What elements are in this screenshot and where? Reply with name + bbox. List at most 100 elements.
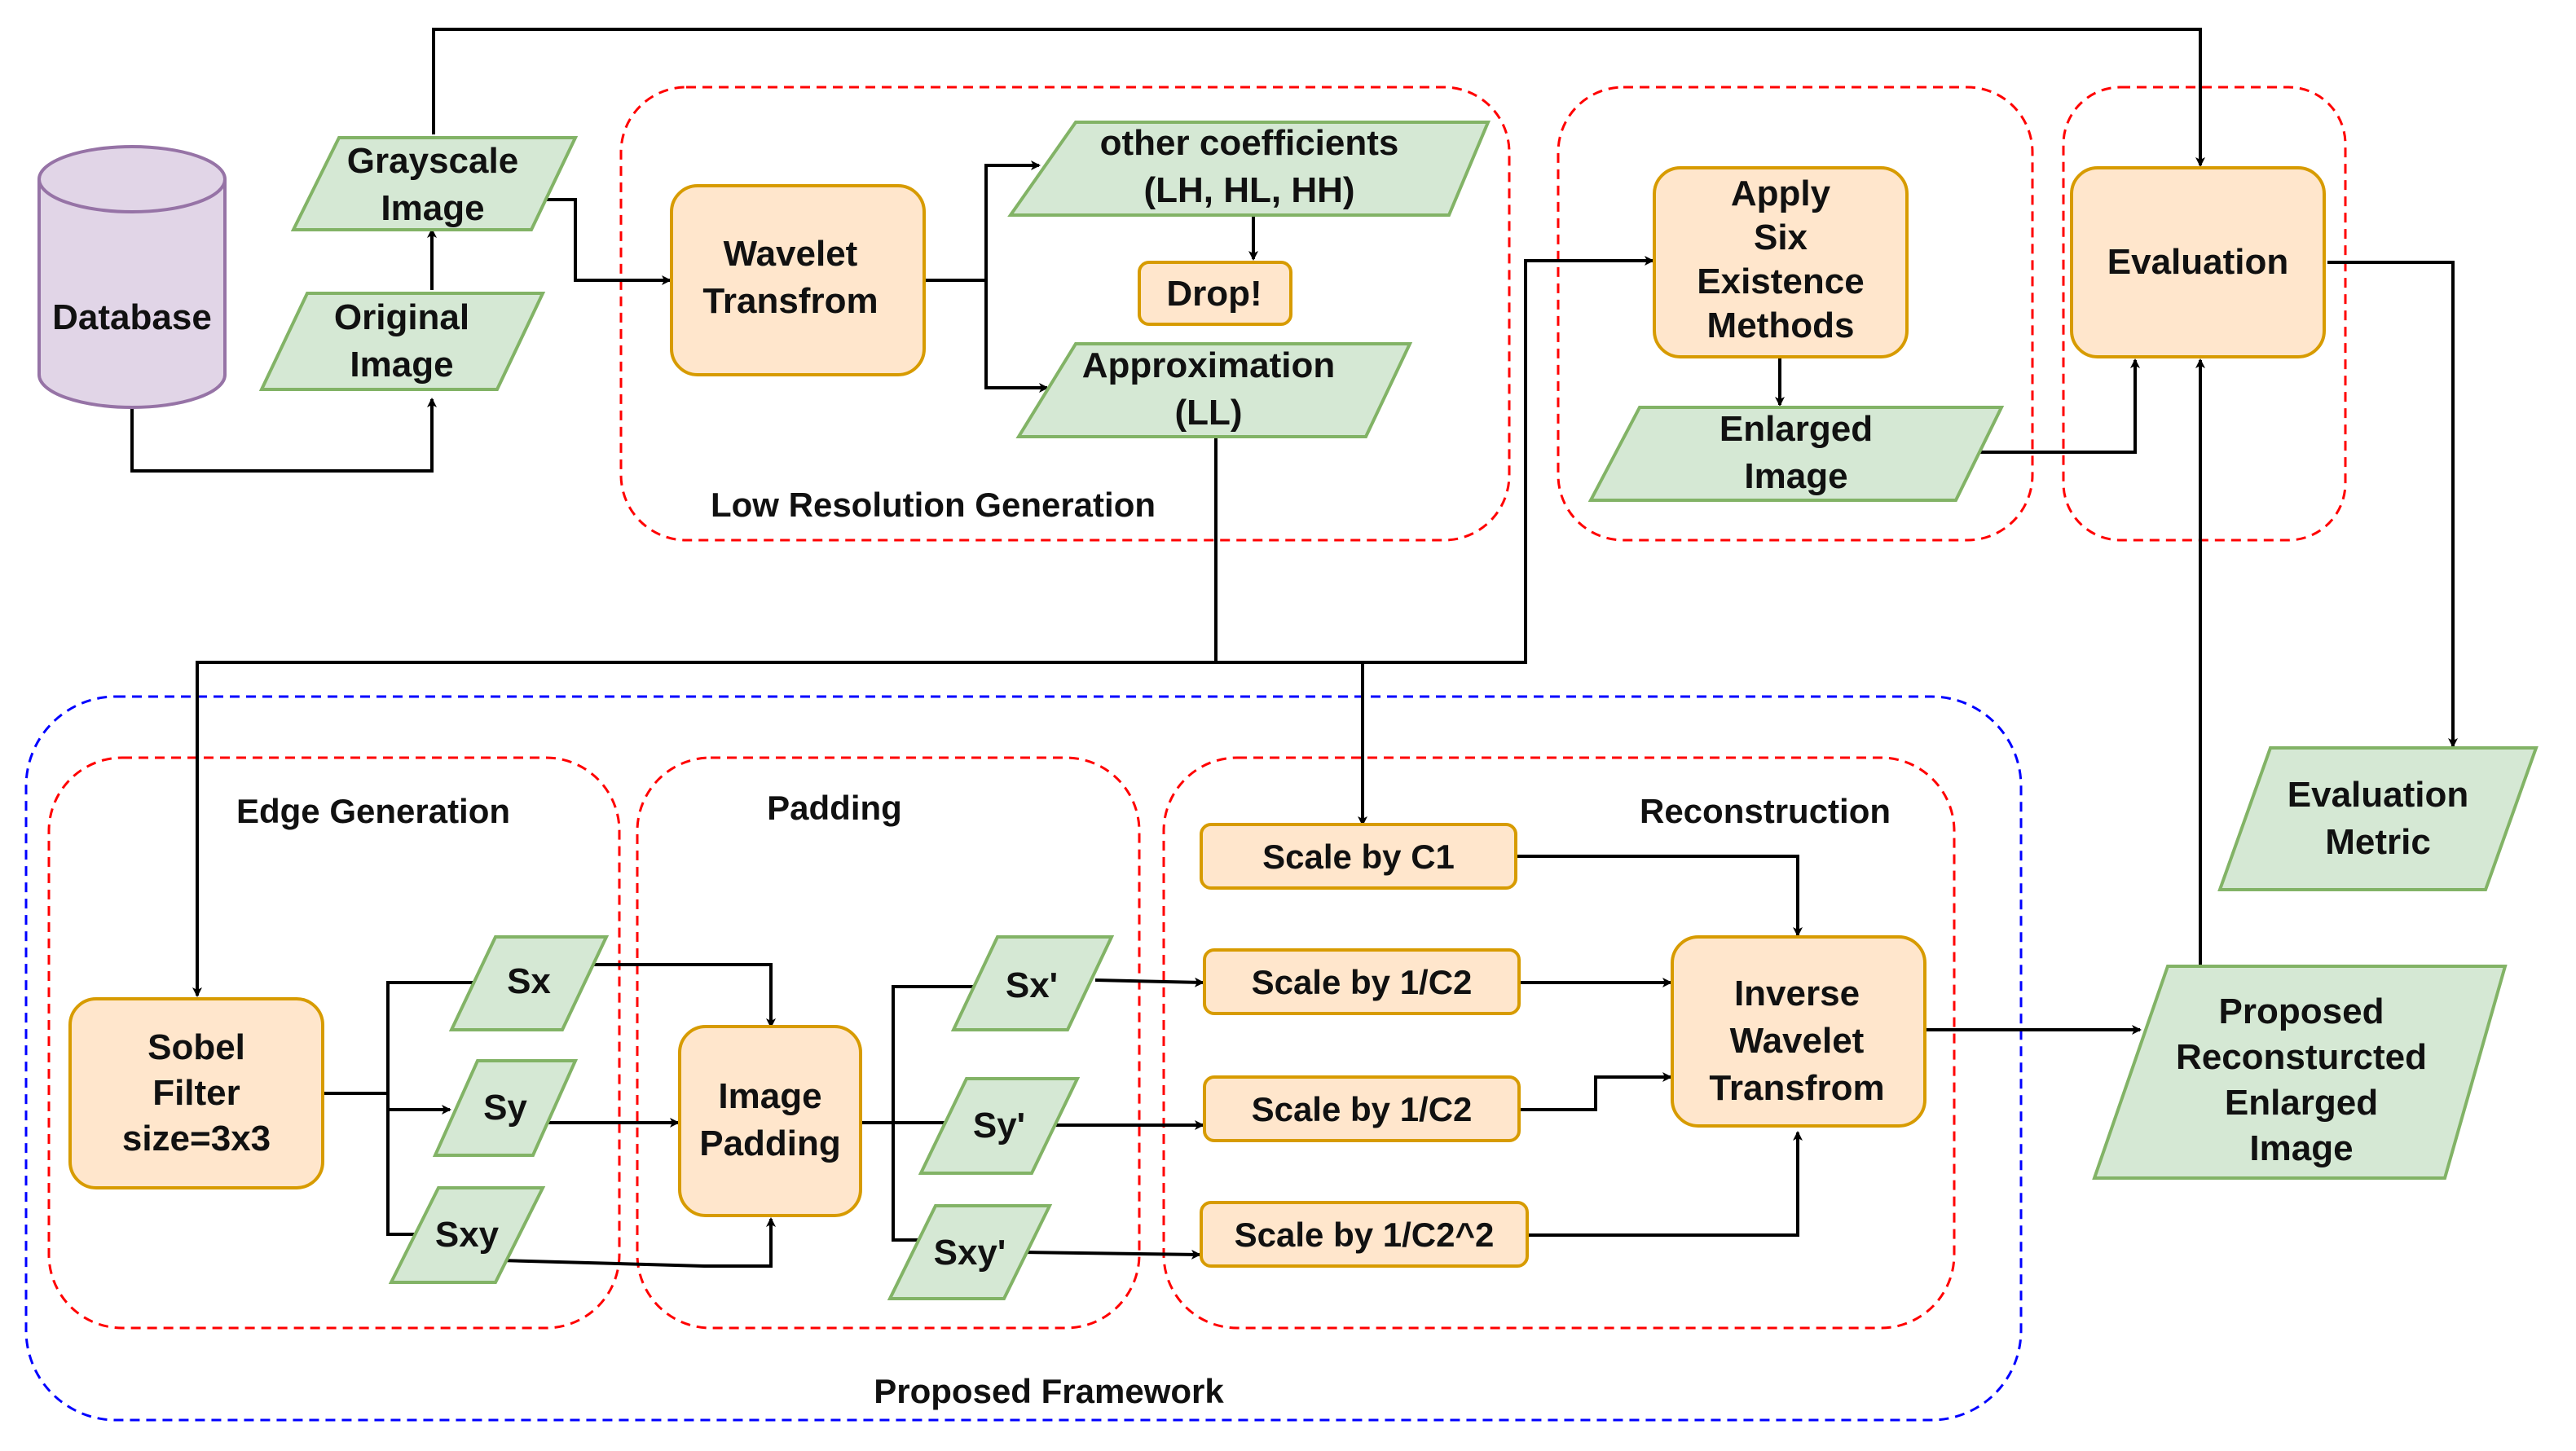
group-edge-generation bbox=[47, 756, 621, 1330]
edge-padding-to-sx-prime bbox=[862, 982, 996, 1124]
edge-approx-to-sobel bbox=[192, 437, 1218, 997]
other-coeff-label-line: other coefficients bbox=[1100, 123, 1399, 163]
database-label-line: Database bbox=[52, 297, 212, 337]
eval-metric-label-line: Evaluation bbox=[2288, 775, 2469, 815]
sy-prime-node bbox=[918, 1077, 1081, 1175]
sx-p-label: Sx' bbox=[1006, 965, 1058, 1005]
scale-1c2sq-label: Scale by 1/C2^2 bbox=[1235, 1216, 1495, 1254]
edge-grayscale-to-wavelet bbox=[530, 198, 672, 285]
wavelet-label-line: Transfrom bbox=[702, 281, 878, 321]
sy-p-label-line: Sy' bbox=[973, 1106, 1025, 1145]
approx-label-line: (LL) bbox=[1174, 393, 1242, 433]
proposed-framework-title: Proposed Framework bbox=[874, 1372, 1224, 1410]
original-image-label-line: Original bbox=[334, 297, 469, 337]
inverse-wavelet-label-line: Wavelet bbox=[1730, 1021, 1865, 1061]
other-coefficients-node bbox=[1007, 121, 1491, 217]
edge-approx-to-apply-six bbox=[1363, 256, 1654, 664]
sxy-prime-node bbox=[887, 1204, 1053, 1300]
approx-label: Approximation (LL) bbox=[1082, 345, 1335, 433]
evaluation-metric-node bbox=[2217, 746, 2539, 891]
original-image-node bbox=[258, 292, 546, 391]
sx-label: Sx bbox=[507, 961, 551, 1001]
edge-sx-prime-to-scale bbox=[1094, 977, 1204, 987]
sobel-filter-node bbox=[68, 997, 324, 1189]
scale-c1-label: Scale by C1 bbox=[1262, 838, 1455, 876]
scale-c1-label-line: Scale by C1 bbox=[1262, 838, 1455, 876]
apply-six-label-line: Six bbox=[1754, 218, 1808, 257]
sx-p-label-line: Sx' bbox=[1006, 965, 1058, 1005]
sxy-label-line: Sxy bbox=[435, 1215, 500, 1255]
apply-six-label-line: Existence bbox=[1697, 262, 1864, 301]
wavelet-label-line: Wavelet bbox=[724, 234, 858, 274]
proposed-output-label-line: Enlarged bbox=[2225, 1083, 2378, 1123]
sx-node bbox=[448, 935, 610, 1031]
other-coeff-label-line: (LH, HL, HH) bbox=[1143, 170, 1354, 210]
edge-padding-to-sxy-prime bbox=[892, 1123, 932, 1245]
evaluation-label: Evaluation bbox=[2107, 242, 2289, 282]
scale-1c2-a-label-line: Scale by 1/C2 bbox=[1252, 963, 1473, 1001]
database-node bbox=[37, 145, 227, 409]
sx-label-line: Sx bbox=[507, 961, 551, 1001]
drop-label: Drop! bbox=[1166, 274, 1262, 314]
scale-1c2-b-label: Scale by 1/C2 bbox=[1252, 1090, 1473, 1128]
evaluation-label-line: Evaluation bbox=[2107, 242, 2289, 282]
enlarged-label-line: Image bbox=[1744, 456, 1847, 496]
proposed-output-label-line: Proposed bbox=[2219, 992, 2384, 1031]
image-padding-label-line: Image bbox=[718, 1076, 821, 1116]
drop-node bbox=[1138, 261, 1292, 326]
sxy-label: Sxy bbox=[435, 1215, 500, 1255]
approximation-node bbox=[1015, 342, 1413, 438]
sxy-p-label: Sxy' bbox=[934, 1233, 1006, 1273]
edge-generation-title: Edge Generation bbox=[236, 792, 510, 830]
enlarged-image-node bbox=[1587, 406, 2005, 502]
group-evaluation bbox=[2062, 86, 2347, 542]
scale-1c2sq-label-line: Scale by 1/C2^2 bbox=[1235, 1216, 1495, 1254]
sy-label: Sy bbox=[483, 1088, 527, 1128]
padding-title: Padding bbox=[767, 789, 902, 827]
edge-scale-1c2-b-to-inverse bbox=[1521, 1072, 1672, 1111]
image-padding-label-line: Padding bbox=[699, 1123, 841, 1163]
approx-label-line: Approximation bbox=[1082, 345, 1335, 385]
evaluation-node bbox=[2070, 166, 2326, 358]
sx-prime-node bbox=[950, 935, 1115, 1031]
drop-label-line: Drop! bbox=[1166, 274, 1262, 314]
sobel-label-line: Filter bbox=[152, 1073, 240, 1113]
edge-scale-c1-to-inverse bbox=[1517, 855, 1803, 937]
sy-p-label: Sy' bbox=[973, 1106, 1025, 1145]
edge-enlarged-to-evaluation bbox=[1974, 358, 2140, 454]
proposed-output-label-line: Image bbox=[2249, 1128, 2353, 1168]
edge-database-to-original bbox=[130, 398, 437, 473]
group-existing-methods bbox=[1557, 86, 2034, 542]
inverse-wavelet-node bbox=[1671, 935, 1926, 1128]
original-image-label-line: Image bbox=[350, 345, 453, 385]
apply-six-label-line: Methods bbox=[1707, 306, 1855, 345]
edge-scale-1c2sq-to-inverse bbox=[1529, 1131, 1803, 1237]
other-coeff-label: other coefficients (LH, HL, HH) bbox=[1100, 123, 1399, 210]
sobel-label-line: Sobel bbox=[148, 1027, 245, 1067]
edge-wavelet-to-other-coeff bbox=[926, 160, 1041, 282]
sy-node bbox=[432, 1059, 579, 1157]
edge-sxy-prime-to-scale bbox=[1021, 1249, 1201, 1260]
edge-approx-to-scale-c1 bbox=[1216, 661, 1367, 826]
group-reconstruction bbox=[1162, 756, 1956, 1330]
eval-metric-label-line: Metric bbox=[2325, 822, 2431, 862]
edge-sx-to-padding bbox=[585, 963, 776, 1028]
reconstruction-title: Reconstruction bbox=[1640, 792, 1891, 830]
scale-1c2-b-node bbox=[1203, 1075, 1521, 1142]
scale-1c2-a-label: Scale by 1/C2 bbox=[1252, 963, 1473, 1001]
low-resolution-generation-title: Low Resolution Generation bbox=[711, 486, 1156, 524]
proposed-output-label-line: Reconsturcted bbox=[2176, 1037, 2427, 1077]
scale-1c2-a-node bbox=[1203, 948, 1521, 1015]
sxy-node bbox=[388, 1186, 546, 1284]
scale-1c2-b-label-line: Scale by 1/C2 bbox=[1252, 1090, 1473, 1128]
apply-six-label-line: Apply bbox=[1731, 174, 1831, 213]
